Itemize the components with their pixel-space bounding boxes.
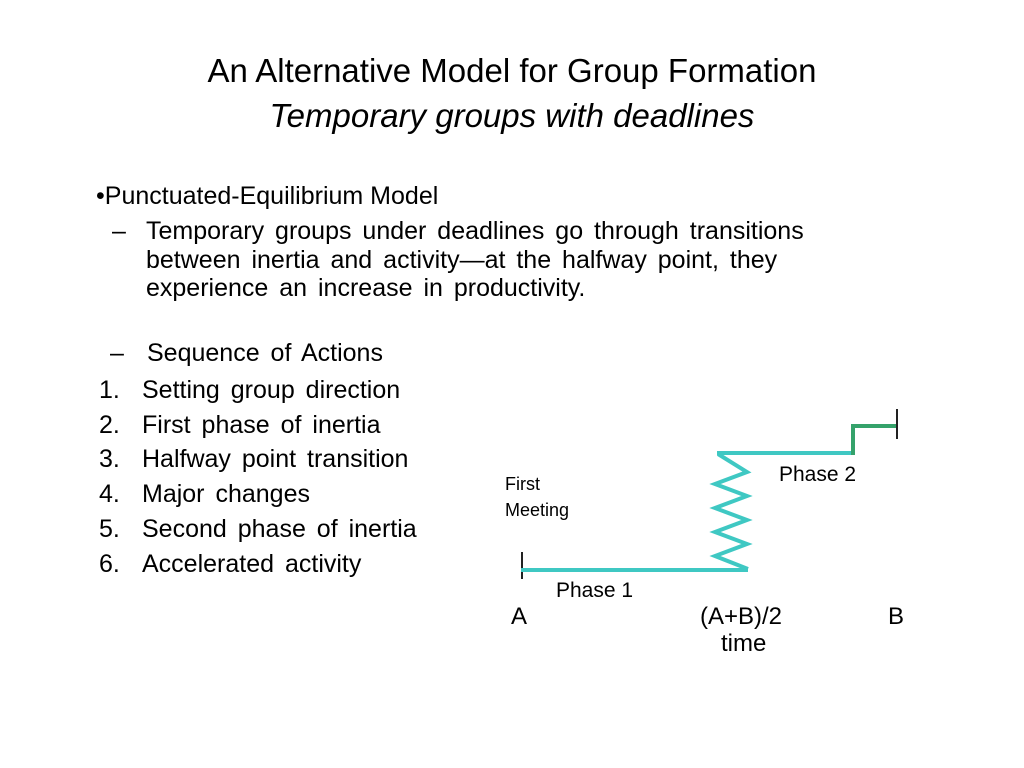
title-line-1: An Alternative Model for Group Formation	[207, 52, 817, 89]
list-item: 1. Setting group direction	[99, 373, 417, 408]
list-item: 2. First phase of inertia	[99, 408, 417, 443]
actions-list: 1. Setting group direction 2. First phase …	[99, 373, 417, 581]
list-item-label: Second phase of inertia	[142, 514, 417, 543]
first-meeting-label: First Meeting	[505, 471, 569, 523]
list-item: 6. Accelerated activity	[99, 547, 417, 582]
list-item-number: 4.	[99, 480, 120, 509]
list-item-label: Major changes	[142, 480, 310, 509]
first-meeting-label-line1: First	[505, 474, 540, 494]
list-item-number: 3.	[99, 445, 120, 474]
list-item-label: Setting group direction	[142, 376, 401, 404]
first-meeting-label-line2: Meeting	[505, 500, 570, 520]
paragraph-line: between inertia and activity—at the half…	[146, 245, 778, 274]
list-item-number: 6.	[99, 549, 120, 578]
list-item: 4. Major changes	[99, 477, 417, 512]
list-item-number: 2.	[99, 410, 120, 439]
sequence-dash-marker: –	[110, 339, 124, 367]
slide-title: An Alternative Model for Group Formation…	[0, 48, 1024, 138]
paragraph: Temporary groups under deadlines go thro…	[146, 217, 804, 303]
sequence-heading: Sequence of Actions	[147, 339, 383, 367]
axis-title-label: time	[721, 630, 767, 657]
axis-end-label: B	[888, 603, 905, 630]
list-item: 5. Second phase of inertia	[99, 512, 417, 547]
axis-start-label: A	[511, 603, 528, 630]
title-line-2: Temporary groups with deadlines	[269, 97, 755, 134]
accelerated-activity-step	[851, 424, 896, 455]
list-item-number: 1.	[99, 376, 120, 404]
halfway-transition-zigzag	[709, 452, 753, 571]
bullet-heading: •Punctuated-Equilibrium Model	[96, 182, 438, 211]
paragraph-line: experience an increase in productivity.	[146, 274, 586, 302]
paragraph-line: Temporary groups under deadlines go thro…	[146, 217, 804, 245]
list-item-label: First phase of inertia	[142, 410, 381, 439]
list-item-label: Accelerated activity	[142, 549, 362, 578]
phase1-label: Phase 1	[556, 579, 634, 602]
paragraph-dash-marker: –	[112, 217, 126, 245]
axis-midpoint-label: (A+B)/2	[700, 603, 783, 630]
bullet-marker: •	[96, 182, 105, 210]
list-item-label: Halfway point transition	[142, 445, 409, 474]
bullet-heading-text: Punctuated-Equilibrium Model	[104, 182, 439, 210]
phase2-label: Phase 2	[779, 463, 857, 486]
list-item-number: 5.	[99, 514, 120, 543]
list-item: 3. Halfway point transition	[99, 442, 417, 477]
